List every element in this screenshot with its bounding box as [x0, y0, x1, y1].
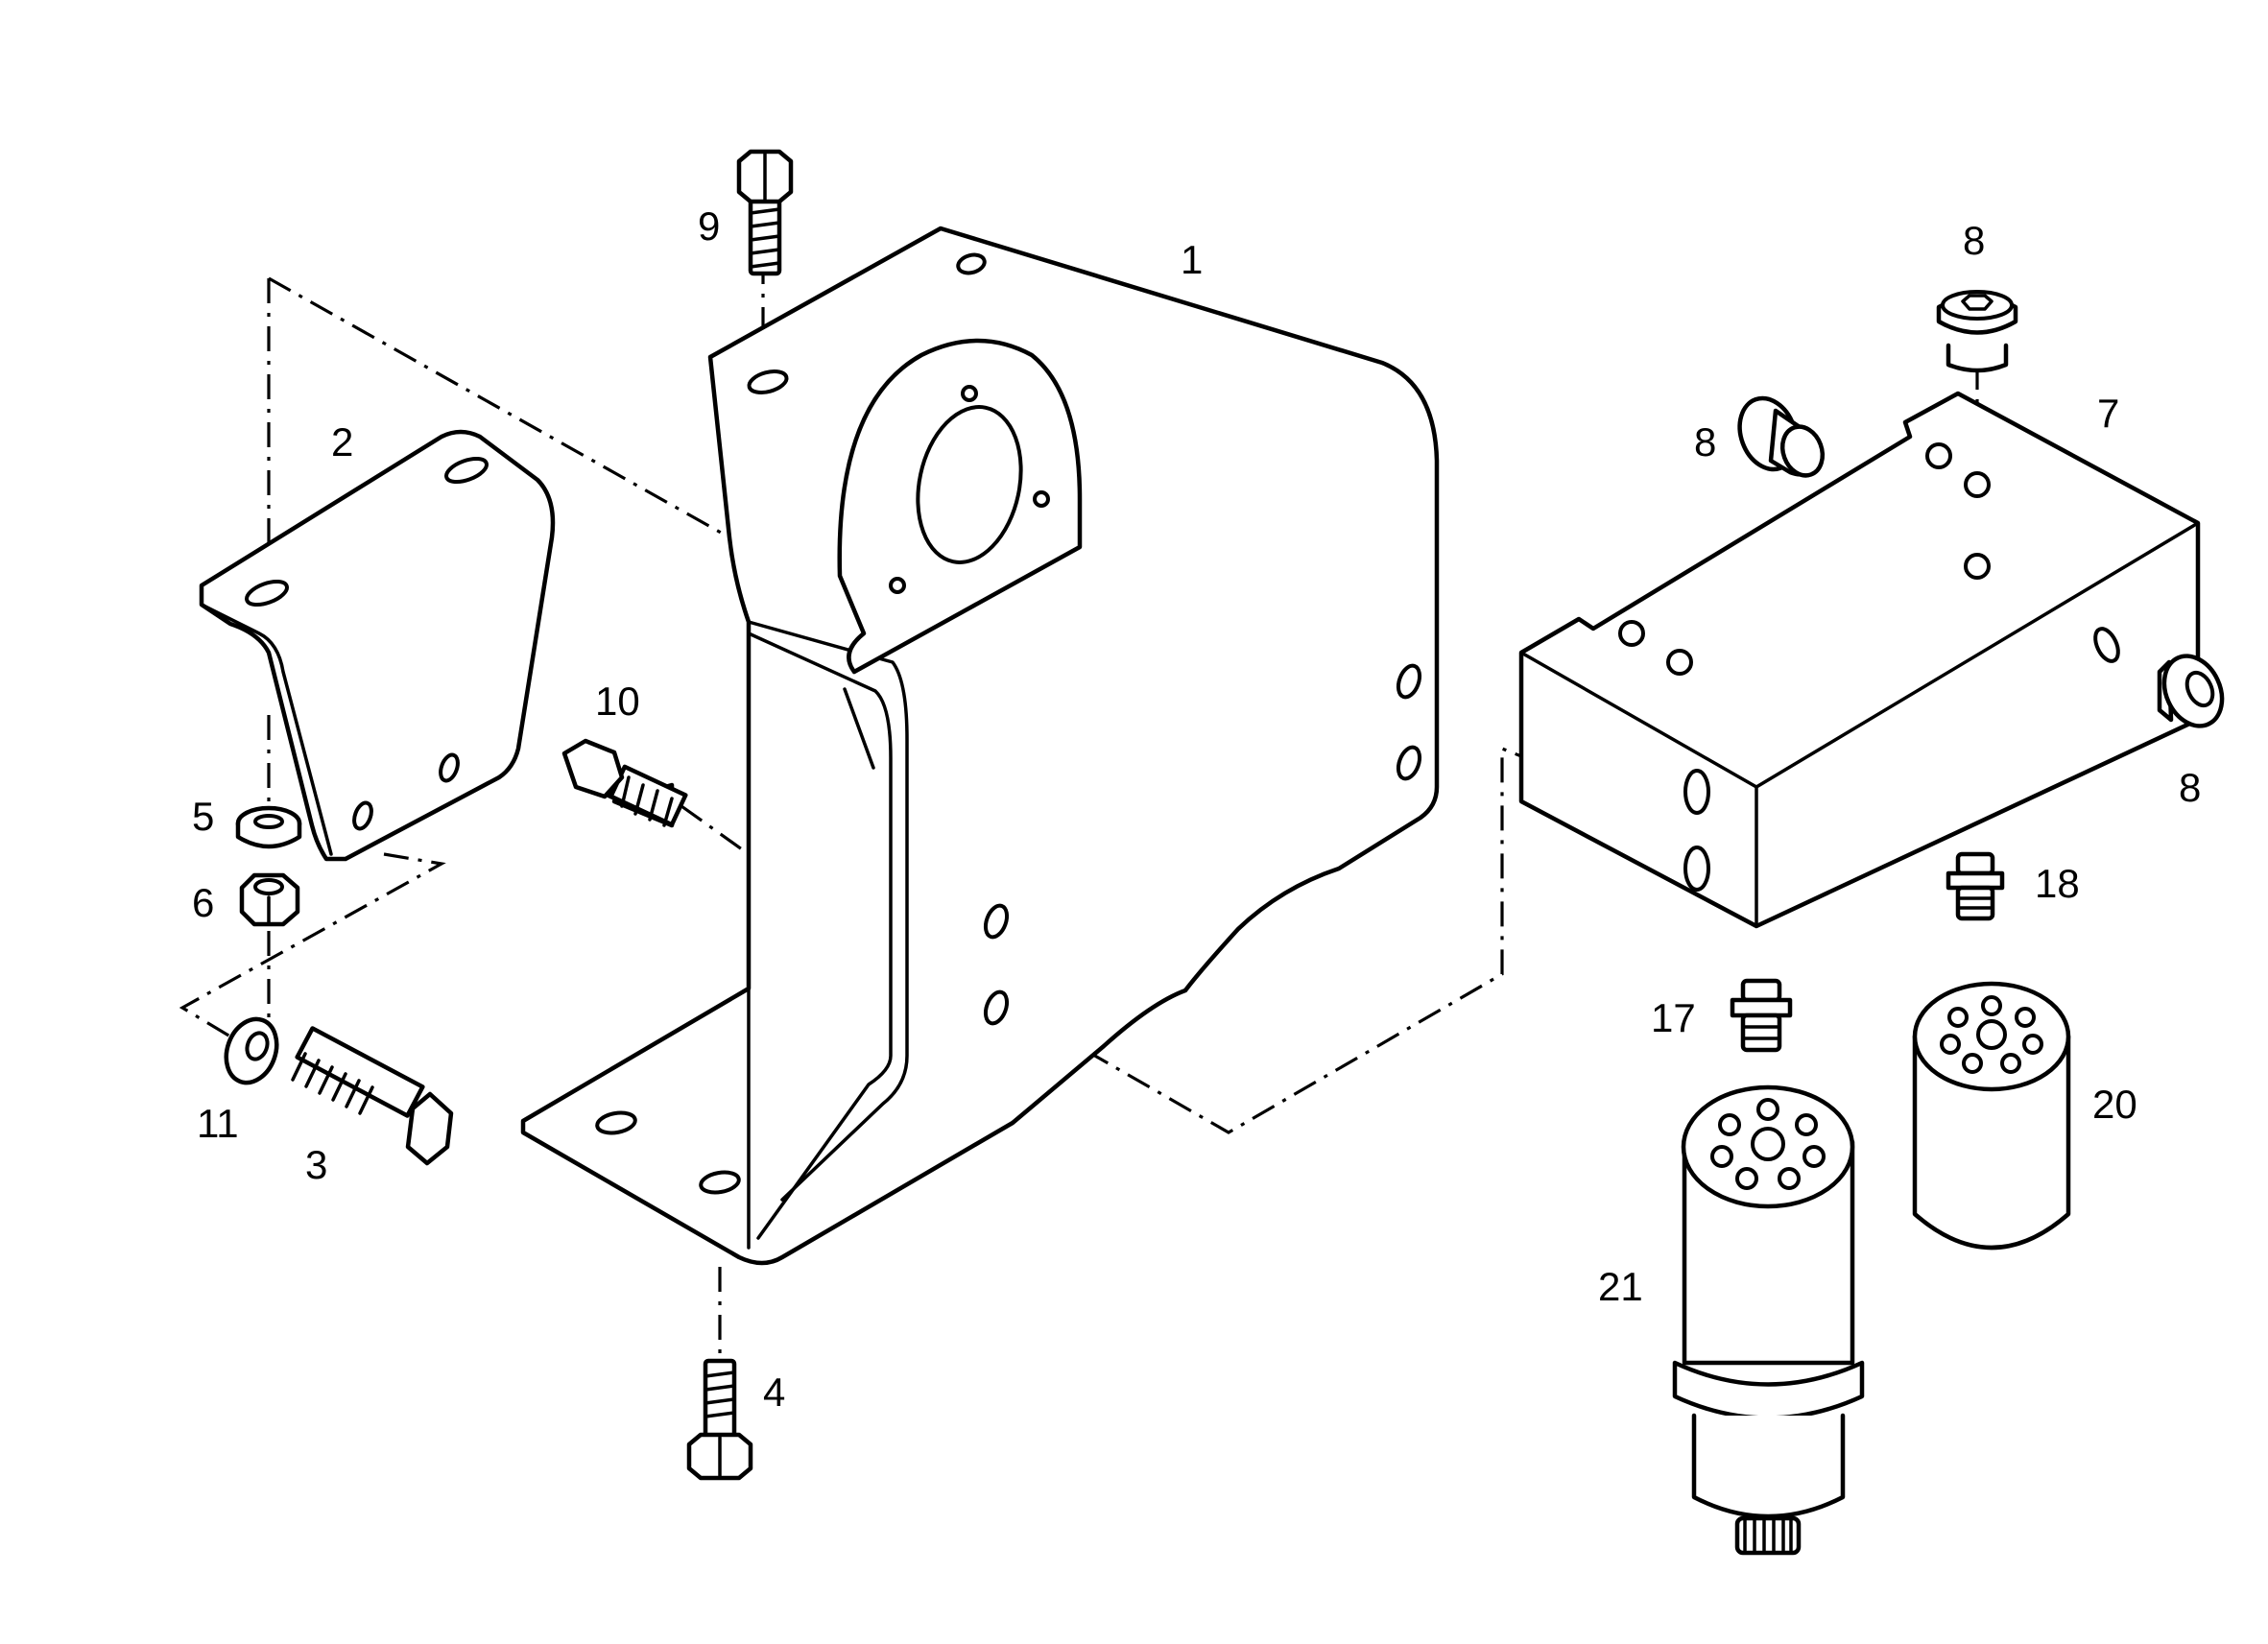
- callout-8-left: 8: [1694, 419, 1716, 465]
- callout-11: 11: [197, 1101, 239, 1146]
- callout-2: 2: [331, 419, 353, 465]
- callout-9: 9: [698, 203, 720, 249]
- washer-5: [235, 805, 302, 849]
- plug-8-right: [2157, 654, 2225, 728]
- callout-17: 17: [1651, 995, 1696, 1040]
- nipple-17: [1730, 978, 1793, 1053]
- callout-5: 5: [192, 794, 214, 839]
- plug-8-top: [1936, 290, 2018, 373]
- angle-bracket: [199, 429, 556, 862]
- hex-bolt-4: [686, 1358, 753, 1481]
- washer-11: [224, 1016, 279, 1085]
- callout-10: 10: [595, 679, 640, 724]
- callout-7: 7: [2097, 391, 2119, 436]
- callout-1: 1: [1181, 237, 1203, 282]
- callout-8-top: 8: [1963, 218, 1985, 263]
- callouts: 1 2 3 4 5 6 7 8 8 8 9 10 11 17 18 20 21: [192, 203, 2201, 1415]
- callout-3: 3: [305, 1142, 327, 1187]
- callout-4: 4: [763, 1370, 785, 1415]
- nipple-18: [1946, 851, 2005, 921]
- callout-18: 18: [2035, 861, 2080, 906]
- hex-bolt-9: [736, 149, 794, 276]
- callout-6: 6: [192, 880, 214, 925]
- main-bracket: [520, 226, 1440, 1266]
- hex-bolt-3: [291, 1026, 454, 1166]
- callout-21: 21: [1598, 1264, 1643, 1309]
- callout-20: 20: [2092, 1082, 2137, 1127]
- filter-21: [1672, 1084, 1865, 1556]
- valve-block: [1518, 391, 2201, 929]
- filter-20: [1912, 981, 2071, 1251]
- callout-8-right: 8: [2179, 765, 2201, 810]
- hex-bolt-10: [561, 738, 688, 828]
- hex-nut-6: [239, 872, 300, 927]
- plug-8-left: [1737, 395, 1826, 478]
